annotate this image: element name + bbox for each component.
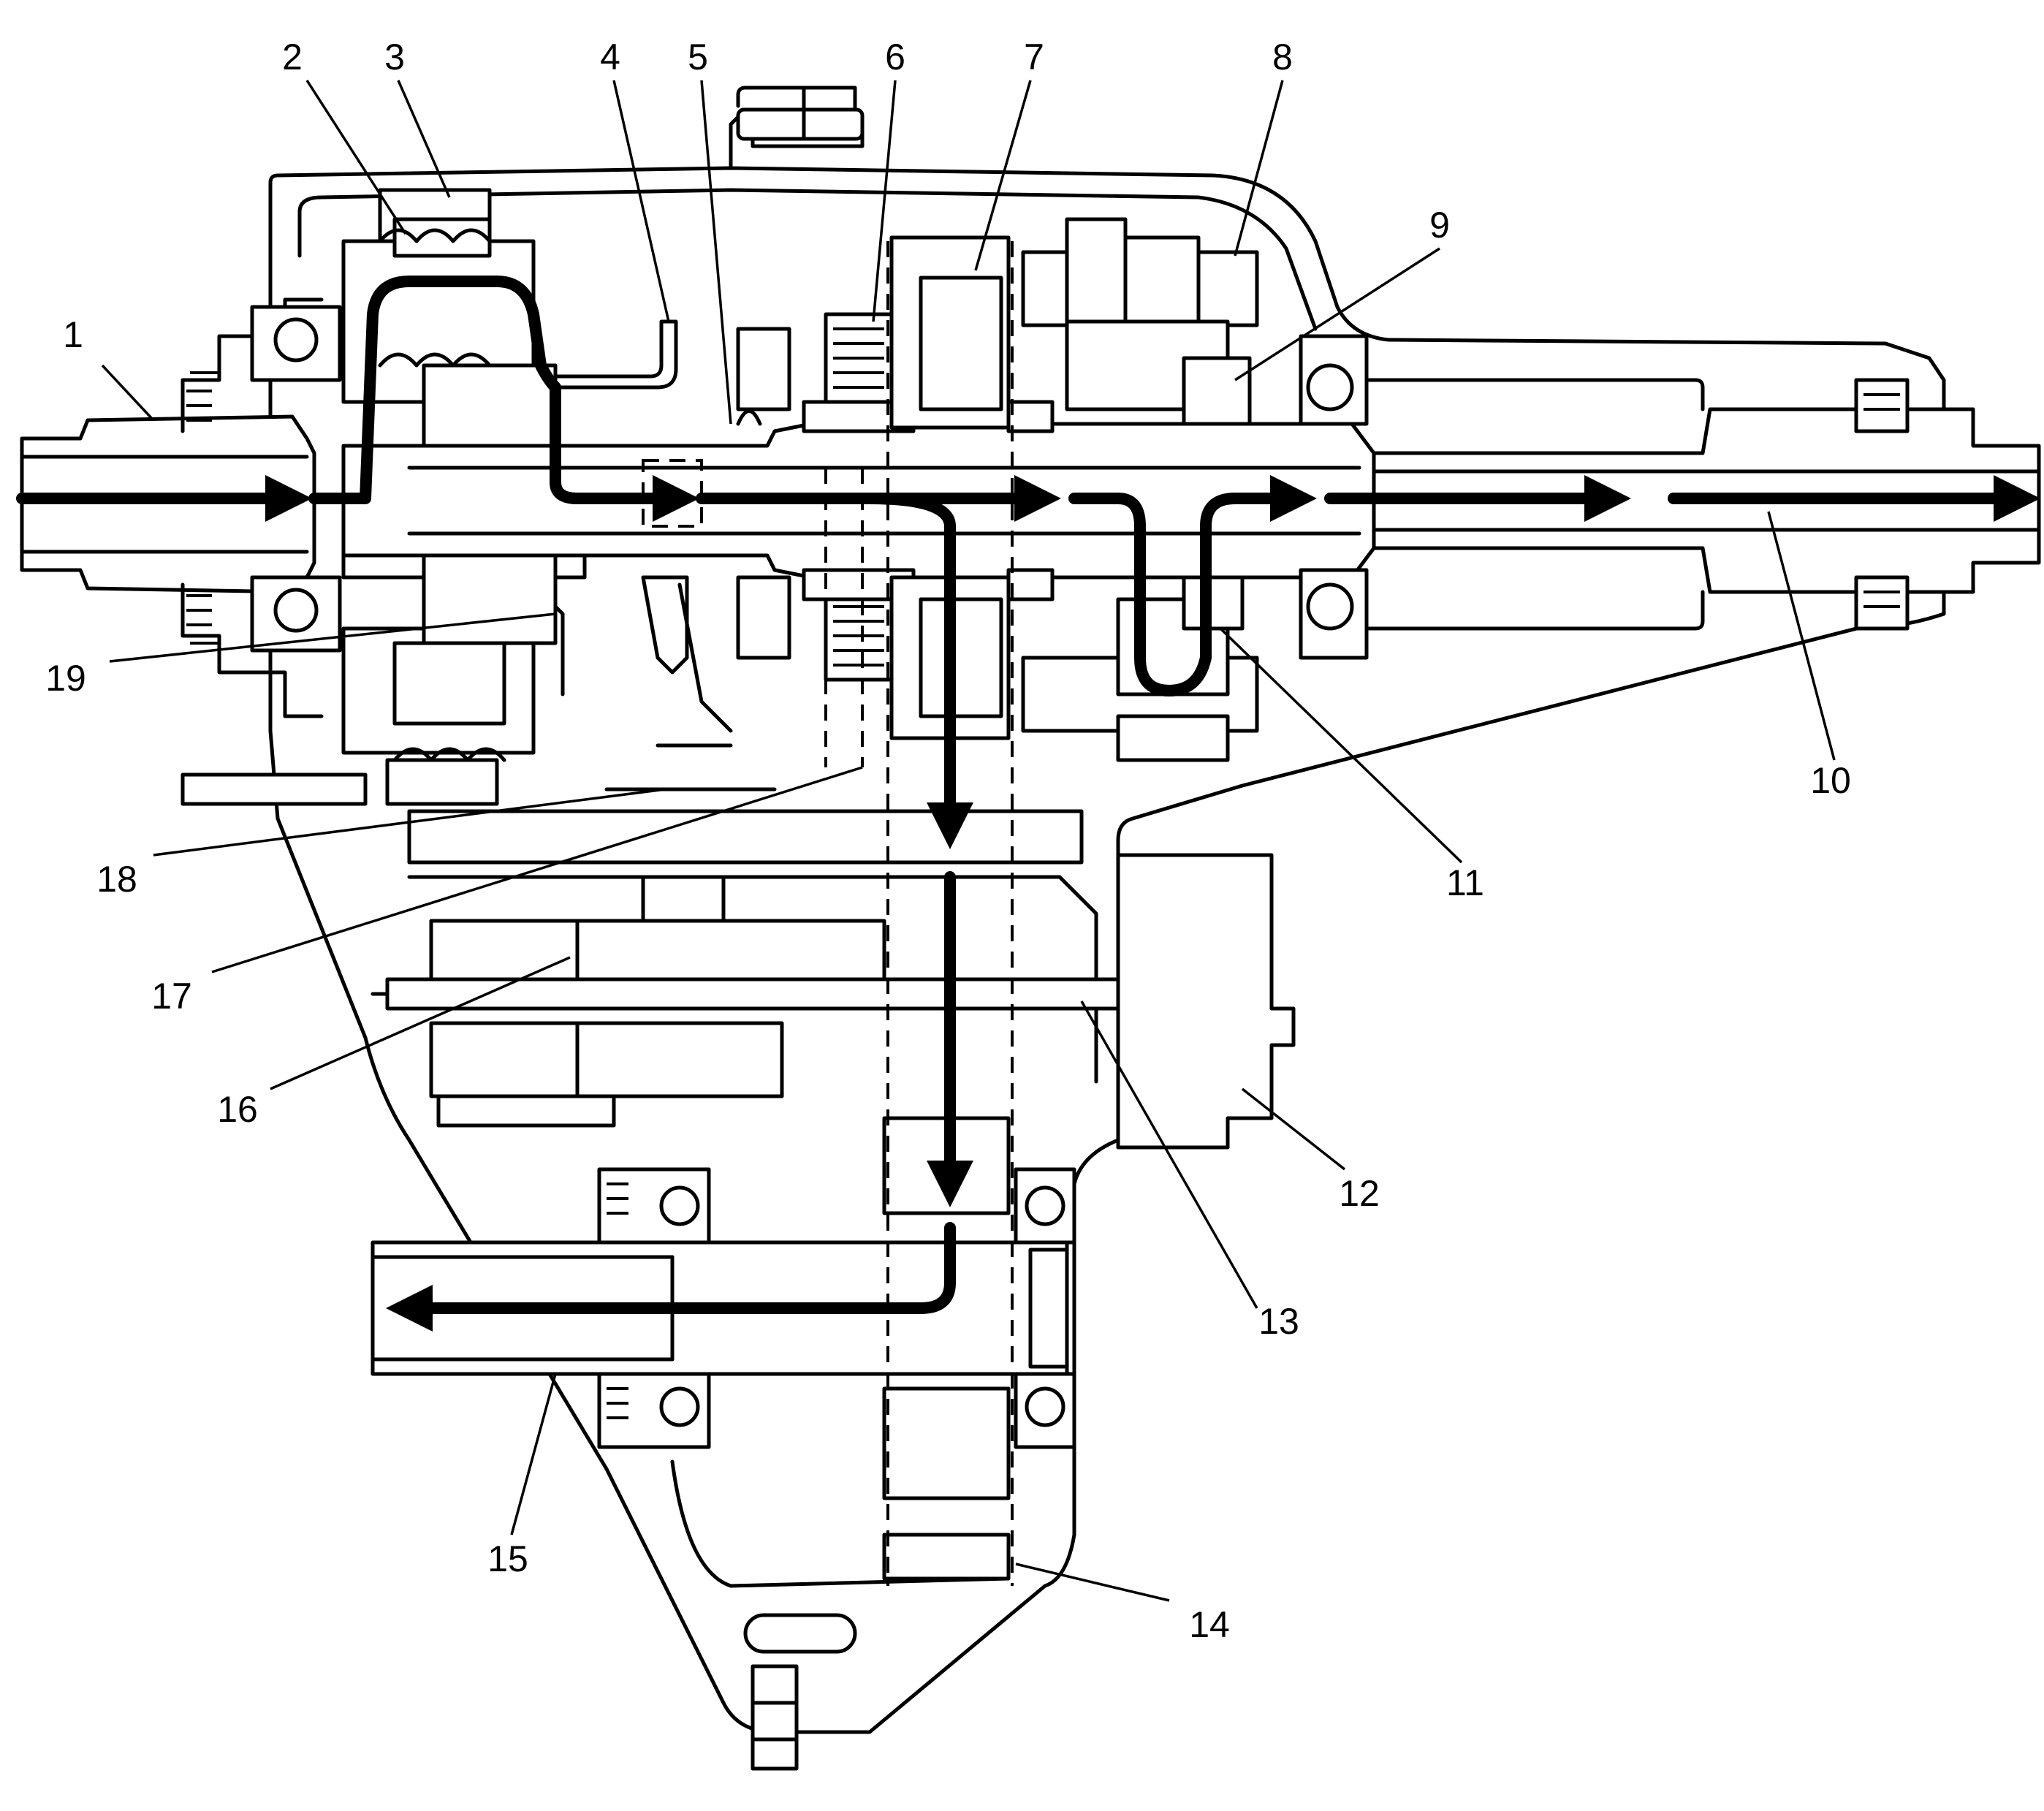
callout-8: 8 xyxy=(1272,37,1293,77)
front-output-shaft xyxy=(371,1116,1076,1500)
callout-14: 14 xyxy=(1189,1604,1230,1645)
callout-17: 17 xyxy=(151,976,192,1017)
callout-19: 19 xyxy=(45,658,86,699)
front-output-assembly xyxy=(371,875,1128,1128)
flow-arrow-to-front xyxy=(864,493,973,849)
clutch-pack xyxy=(736,312,916,682)
input-bearing-housing xyxy=(181,297,342,718)
callout-3: 3 xyxy=(384,37,405,77)
callout-1: 1 xyxy=(63,314,83,355)
callout-11: 11 xyxy=(1446,862,1484,903)
callout-6: 6 xyxy=(885,37,905,77)
callout-12: 12 xyxy=(1339,1173,1380,1214)
flow-arrow-front-output xyxy=(386,1222,956,1332)
leader-lines xyxy=(101,80,1836,1602)
callout-4: 4 xyxy=(600,37,620,77)
driven-sprocket xyxy=(670,1459,1011,1771)
flow-arrow-planetary xyxy=(308,276,699,522)
callout-13: 13 xyxy=(1258,1301,1299,1342)
housing xyxy=(268,86,1946,1734)
callout-16: 16 xyxy=(217,1089,258,1130)
callout-15: 15 xyxy=(487,1538,528,1579)
power-flow-path xyxy=(16,276,2040,1332)
callout-2: 2 xyxy=(282,37,303,77)
callout-18: 18 xyxy=(96,859,137,900)
shift-fork xyxy=(553,319,733,733)
flow-arrow-rear-loop xyxy=(1068,475,1317,696)
callout-9: 9 xyxy=(1429,205,1450,246)
encoder-motor xyxy=(1116,853,1296,1150)
callout-5: 5 xyxy=(688,37,708,77)
callout-labels: 1 2 3 4 5 6 7 8 9 10 11 12 13 14 15 16 1… xyxy=(45,37,1851,1645)
callout-7: 7 xyxy=(1024,37,1044,77)
callout-10: 10 xyxy=(1810,760,1851,801)
